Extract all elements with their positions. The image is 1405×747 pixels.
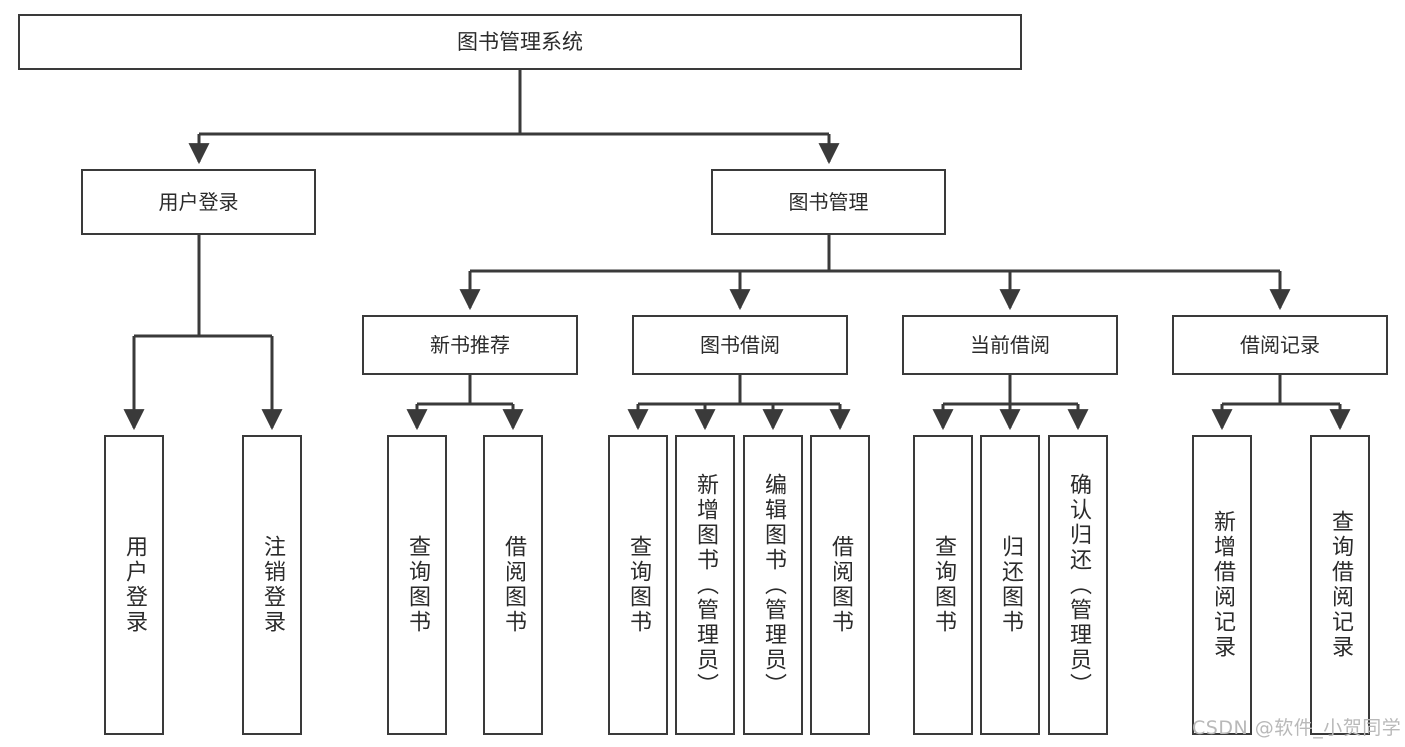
leaf-borrow-record-1[interactable]: 查询借阅记录 <box>1310 435 1370 735</box>
node-label: 用户登录 <box>122 535 147 635</box>
node-root-book-management-system[interactable]: 图书管理系统 <box>18 14 1022 70</box>
node-label: 图书借阅 <box>700 332 780 357</box>
node-label: 归还图书 <box>998 535 1023 635</box>
node-label: 查询借阅记录 <box>1328 510 1353 660</box>
leaf-new-book-recommend-1[interactable]: 借阅图书 <box>483 435 543 735</box>
leaf-current-borrow-1[interactable]: 归还图书 <box>980 435 1040 735</box>
node-new-book-recommend[interactable]: 新书推荐 <box>362 315 578 375</box>
node-current-borrow[interactable]: 当前借阅 <box>902 315 1118 375</box>
leaf-user-login-0[interactable]: 用户登录 <box>104 435 164 735</box>
node-book-management[interactable]: 图书管理 <box>711 169 946 235</box>
leaf-book-borrow-1[interactable]: 新增图书（管理员） <box>675 435 735 735</box>
node-label: 借阅记录 <box>1240 332 1320 357</box>
leaf-new-book-recommend-0[interactable]: 查询图书 <box>387 435 447 735</box>
node-borrow-record[interactable]: 借阅记录 <box>1172 315 1388 375</box>
node-book-borrow[interactable]: 图书借阅 <box>632 315 848 375</box>
node-label: 查询图书 <box>931 535 956 635</box>
leaf-book-borrow-3[interactable]: 借阅图书 <box>810 435 870 735</box>
node-label: 新书推荐 <box>430 332 510 357</box>
node-label: 查询图书 <box>626 535 651 635</box>
leaf-borrow-record-0[interactable]: 新增借阅记录 <box>1192 435 1252 735</box>
node-label: 图书管理 <box>788 189 869 214</box>
node-label: 借阅图书 <box>501 535 526 635</box>
leaf-user-login-1[interactable]: 注销登录 <box>242 435 302 735</box>
node-label: 当前借阅 <box>970 332 1050 357</box>
leaf-current-borrow-2[interactable]: 确认归还（管理员） <box>1048 435 1108 735</box>
node-label: 用户登录 <box>158 189 239 214</box>
leaf-book-borrow-0[interactable]: 查询图书 <box>608 435 668 735</box>
node-label: 新增图书（管理员） <box>693 472 718 698</box>
node-label: 编辑图书（管理员） <box>761 472 786 698</box>
node-label: 图书管理系统 <box>457 29 583 54</box>
node-label: 借阅图书 <box>828 535 853 635</box>
node-label: 新增借阅记录 <box>1210 510 1235 660</box>
node-label: 注销登录 <box>260 535 285 635</box>
node-label: 确认归还（管理员） <box>1066 472 1091 698</box>
leaf-book-borrow-2[interactable]: 编辑图书（管理员） <box>743 435 803 735</box>
node-label: 查询图书 <box>405 535 430 635</box>
node-user-login[interactable]: 用户登录 <box>81 169 316 235</box>
leaf-current-borrow-0[interactable]: 查询图书 <box>913 435 973 735</box>
